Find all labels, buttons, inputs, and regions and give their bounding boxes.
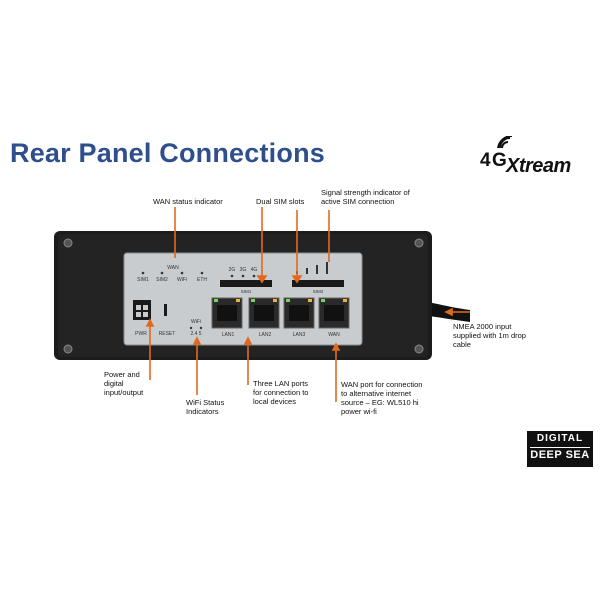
label-wifi-bottom: WiFi (191, 319, 201, 325)
power-connector (133, 300, 151, 320)
label-pwr: PWR (135, 331, 147, 337)
led-wifi-5 (199, 326, 203, 330)
arrow-head (243, 336, 253, 345)
led-sim1 (141, 271, 145, 275)
led-wifi-24 (189, 326, 193, 330)
label-lan3: LAN3 (293, 332, 306, 338)
label-slot-sim1: SIM1 (241, 289, 252, 294)
logo-four: 4 (480, 150, 491, 171)
label-2g: 2G (229, 267, 236, 273)
logo-xtream: Xtream (506, 155, 571, 177)
page-title: Rear Panel Connections (10, 138, 325, 168)
callout-wan-status: WAN status indicator (153, 197, 223, 206)
arrow-head (256, 275, 268, 284)
label-wan: WAN (167, 265, 179, 271)
screw (414, 238, 424, 248)
4gxtream-logo: 4 G Xtream (478, 136, 596, 180)
arrow-head (444, 307, 453, 317)
callout-power: Power and digital input/output (104, 370, 144, 397)
led-eth (200, 271, 204, 275)
logo-g: G (492, 150, 507, 171)
badge-divider (530, 447, 590, 448)
reset-button (164, 304, 167, 316)
callout-lan-ports: Three LAN ports for connection to local … (253, 379, 309, 406)
digital-deep-sea-badge: DIGITAL DEEP SEA (527, 431, 593, 467)
led-sim2 (160, 271, 164, 275)
led-4g (252, 274, 256, 278)
label-slot-sim2: SIM2 (313, 289, 324, 294)
label-wifi: WiFi (177, 277, 187, 283)
callout-dual-sim: Dual SIM slots (256, 197, 305, 206)
signal-waves-icon (497, 136, 513, 149)
screw (414, 344, 424, 354)
callout-wan-port: WAN port for connection to alternative i… (341, 380, 423, 416)
label-sim2: SIM2 (156, 277, 168, 283)
badge-line2: DEEP SEA (530, 449, 590, 461)
label-lan2: LAN2 (259, 332, 272, 338)
label-reset: RESET (159, 331, 176, 337)
lan2-port (248, 297, 280, 329)
led-3g (241, 274, 245, 278)
label-4g: 4G (251, 267, 258, 273)
arrow-head (331, 342, 341, 351)
badge-line1: DIGITAL (536, 433, 584, 444)
lan3-port (283, 297, 315, 329)
label-wifi-bands: 2.4 5 (190, 331, 201, 337)
arrow-head (192, 336, 202, 345)
callout-nmea: NMEA 2000 input supplied with 1m drop ca… (453, 322, 526, 349)
led-2g (230, 274, 234, 278)
wan-port (318, 297, 350, 329)
label-lan1: LAN1 (222, 332, 235, 338)
label-eth: ETH (197, 277, 207, 283)
label-sim1: SIM1 (137, 277, 149, 283)
label-wan-port: WAN (328, 332, 340, 338)
label-3g: 3G (240, 267, 247, 273)
lan1-port (211, 297, 243, 329)
led-wifi (180, 271, 184, 275)
arrow-head (145, 318, 155, 327)
screw (63, 344, 73, 354)
sim1-slot (220, 280, 272, 287)
callout-signal-strength: Signal strength indicator of active SIM … (321, 188, 410, 206)
arrow-head (291, 275, 303, 284)
screw (63, 238, 73, 248)
callout-wifi-status: WiFi Status Indicators (186, 398, 225, 416)
sim2-slot (292, 280, 344, 287)
